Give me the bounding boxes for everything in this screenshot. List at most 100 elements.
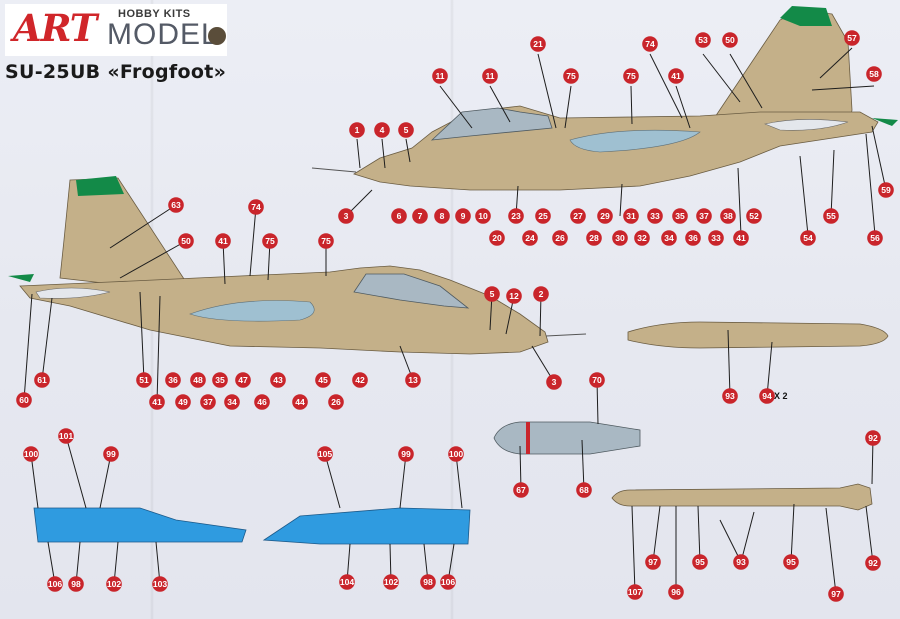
wing-panel-right <box>262 507 471 545</box>
callout-bottom-view-60: 60 <box>16 392 32 408</box>
svg-text:2: 2 <box>539 289 544 299</box>
svg-text:97: 97 <box>831 589 841 599</box>
svg-text:52: 52 <box>749 211 759 221</box>
callout-bottom-view-37: 37 <box>200 394 216 410</box>
brand-logo: ART HOBBY KITS MODEL <box>5 4 227 56</box>
svg-text:46: 46 <box>257 397 267 407</box>
callout-bottom-view-13: 13 <box>405 372 421 388</box>
callout-wing-right-100: 100 <box>448 446 464 462</box>
svg-text:42: 42 <box>355 375 365 385</box>
aircraft-bottom-engine <box>35 287 111 299</box>
callout-top-view-3: 3 <box>338 208 354 224</box>
svg-text:59: 59 <box>881 185 891 195</box>
svg-text:7: 7 <box>418 211 423 221</box>
aircraft-top-engine <box>763 119 849 131</box>
svg-text:3: 3 <box>552 377 557 387</box>
svg-text:106: 106 <box>48 579 63 589</box>
callout-top-view-11: 11 <box>482 68 498 84</box>
callout-top-view-50: 50 <box>722 32 738 48</box>
svg-text:99: 99 <box>106 449 116 459</box>
callout-bottom-view-61: 61 <box>34 372 50 388</box>
svg-text:56: 56 <box>870 233 880 243</box>
svg-text:60: 60 <box>19 395 29 405</box>
svg-text:61: 61 <box>37 375 47 385</box>
svg-text:34: 34 <box>664 233 674 243</box>
svg-text:33: 33 <box>711 233 721 243</box>
svg-text:74: 74 <box>251 202 261 212</box>
callout-bottom-view-5: 5 <box>484 286 500 302</box>
callout-top-view-24: 24 <box>522 230 538 246</box>
aircraft-bottom-canopy <box>353 273 470 309</box>
svg-text:41: 41 <box>736 233 746 243</box>
callout-bottom-view-35: 35 <box>212 372 228 388</box>
callout-bottom-view-48: 48 <box>190 372 206 388</box>
svg-text:68: 68 <box>579 485 589 495</box>
callout-top-view-10: 10 <box>475 208 491 224</box>
svg-text:5: 5 <box>404 125 409 135</box>
svg-text:99: 99 <box>401 449 411 459</box>
callout-bottom-view-43: 43 <box>270 372 286 388</box>
callout-top-view-25: 25 <box>535 208 551 224</box>
svg-text:95: 95 <box>695 557 705 567</box>
callout-bottom-view-12: 12 <box>506 288 522 304</box>
svg-text:74: 74 <box>645 39 655 49</box>
callout-wing-right-102: 102 <box>383 574 399 590</box>
callout-top-view-41: 41 <box>733 230 749 246</box>
callout-tank-94: 94 <box>759 388 775 404</box>
aircraft-top-fin-tip-right-icon <box>872 118 898 126</box>
svg-text:41: 41 <box>671 71 681 81</box>
svg-text:10: 10 <box>478 211 488 221</box>
callout-top-view-7: 7 <box>412 208 428 224</box>
svg-text:97: 97 <box>648 557 658 567</box>
svg-text:28: 28 <box>589 233 599 243</box>
brand-model-text: MODEL <box>107 18 219 51</box>
callout-bottom-view-75: 75 <box>262 233 278 249</box>
callout-top-view-41: 41 <box>668 68 684 84</box>
callout-top-view-6: 6 <box>391 208 407 224</box>
callout-top-view-28: 28 <box>586 230 602 246</box>
svg-text:6: 6 <box>397 211 402 221</box>
aircraft-top-canopy <box>430 107 553 141</box>
callout-bottom-view-41: 41 <box>149 394 165 410</box>
callout-top-view-75: 75 <box>623 68 639 84</box>
svg-text:31: 31 <box>626 211 636 221</box>
svg-text:37: 37 <box>203 397 213 407</box>
callout-bomb-92: 92 <box>865 555 881 571</box>
callout-top-view-30: 30 <box>612 230 628 246</box>
svg-text:33: 33 <box>650 211 660 221</box>
svg-text:45: 45 <box>318 375 328 385</box>
callout-top-view-21: 21 <box>530 36 546 52</box>
callout-bottom-view-44: 44 <box>292 394 308 410</box>
svg-text:50: 50 <box>725 35 735 45</box>
svg-text:35: 35 <box>215 375 225 385</box>
svg-text:12: 12 <box>509 291 519 301</box>
callout-wing-right-98: 98 <box>420 574 436 590</box>
svg-text:75: 75 <box>265 236 275 246</box>
callout-bomb-92: 92 <box>865 430 881 446</box>
callout-bottom-view-36: 36 <box>165 372 181 388</box>
aircraft-bottom-fin-tip-left-icon <box>8 274 34 282</box>
callout-pod-68: 68 <box>576 482 592 498</box>
callout-bottom-view-2: 2 <box>533 286 549 302</box>
svg-text:37: 37 <box>699 211 709 221</box>
callout-top-view-29: 29 <box>597 208 613 224</box>
callout-bottom-view-46: 46 <box>254 394 270 410</box>
svg-text:92: 92 <box>868 558 878 568</box>
svg-text:26: 26 <box>331 397 341 407</box>
callout-top-view-52: 52 <box>746 208 762 224</box>
svg-text:49: 49 <box>178 397 188 407</box>
callout-top-view-1: 1 <box>349 122 365 138</box>
callout-wing-left-101: 101 <box>58 428 74 444</box>
svg-text:29: 29 <box>600 211 610 221</box>
svg-text:75: 75 <box>626 71 636 81</box>
svg-text:24: 24 <box>525 233 535 243</box>
callout-wing-right-99: 99 <box>398 446 414 462</box>
tank-multiplier-label: X 2 <box>774 391 788 401</box>
fuel-tank <box>627 321 889 349</box>
callout-wing-right-104: 104 <box>339 574 355 590</box>
callout-bottom-view-3: 3 <box>546 374 562 390</box>
callout-bottom-view-42: 42 <box>352 372 368 388</box>
svg-text:3: 3 <box>344 211 349 221</box>
callout-top-view-54: 54 <box>800 230 816 246</box>
callout-top-view-9: 9 <box>455 208 471 224</box>
